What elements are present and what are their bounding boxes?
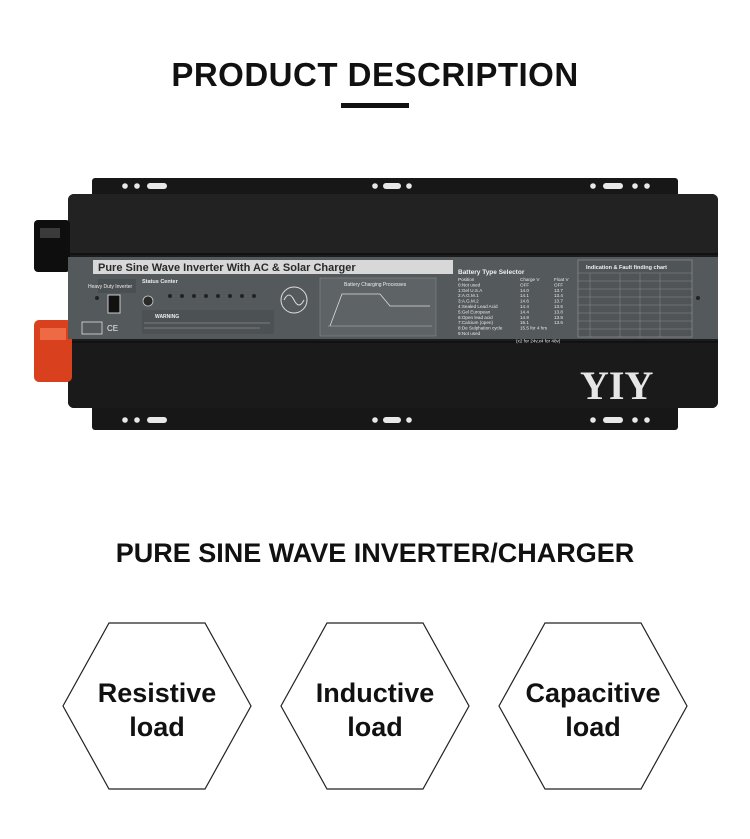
fault-chart-title: Indication & Fault finding chart bbox=[586, 265, 667, 271]
selector-cell: 14.8 bbox=[520, 315, 529, 320]
brand-logo: YIY bbox=[580, 363, 653, 408]
selector-cell: 13.4 bbox=[554, 293, 563, 298]
selector-cell: 7:Calcium (open) bbox=[458, 320, 493, 325]
selector-cell: 5:Gel European bbox=[458, 309, 491, 314]
product-tagline: PURE SINE WAVE INVERTER/CHARGER bbox=[115, 538, 635, 568]
selector-cell: 1:Gel U.S.A bbox=[458, 288, 483, 293]
selector-cell: 13.6 bbox=[554, 320, 563, 325]
hexagon-outline bbox=[498, 622, 688, 790]
svg-text:CE: CE bbox=[107, 324, 118, 333]
selector-header-cell: Float V bbox=[554, 277, 569, 282]
hexagon-outline bbox=[280, 622, 470, 790]
charging-chart-box bbox=[319, 277, 437, 337]
status-center-label: Status Center bbox=[142, 279, 179, 285]
load-type-subtitle: load bbox=[347, 712, 403, 742]
selector-cell: 14.6 bbox=[520, 299, 529, 304]
load-type-title: Capacitive bbox=[525, 678, 661, 708]
selector-header-cell: Charge V bbox=[520, 277, 540, 282]
load-type-title: Inductive bbox=[315, 678, 435, 708]
selector-cell: 3:A.G.M.2 bbox=[458, 299, 479, 304]
selector-cell: 15.5 for 4 hrs bbox=[520, 326, 548, 331]
terminal-black bbox=[34, 220, 70, 272]
selector-cell: 9:Not used bbox=[458, 331, 481, 336]
selector-cell: 14.1 bbox=[520, 293, 529, 298]
selector-cell: 13.8 bbox=[554, 315, 563, 320]
inverter-product-image: Pure Sine Wave Inverter With AC & Solar … bbox=[34, 178, 718, 430]
battery-selector-knob bbox=[142, 295, 154, 307]
selector-cell: 15.1 bbox=[520, 320, 529, 325]
selector-cell: 2:A.G.M.1 bbox=[458, 293, 479, 298]
load-type-title: Resistive bbox=[97, 678, 217, 708]
selector-cell: OFF bbox=[554, 282, 563, 287]
charging-chart-title: Battery Charging Processes bbox=[344, 282, 407, 288]
load-type-subtitle: load bbox=[565, 712, 621, 742]
page-title: PRODUCT DESCRIPTION bbox=[171, 56, 579, 93]
heavy-duty-label: Heavy Duty Inverter bbox=[88, 284, 133, 290]
selector-cell: 13.6 bbox=[554, 304, 563, 309]
selector-cell: 13.7 bbox=[554, 288, 563, 293]
selector-cell: 6:Open lead acid bbox=[458, 315, 493, 320]
fault-chart-box bbox=[577, 259, 693, 338]
title-underline bbox=[341, 103, 409, 108]
fault-grid bbox=[578, 272, 692, 337]
selector-cell: 14.0 bbox=[520, 288, 529, 293]
load-type-subtitle: load bbox=[129, 712, 185, 742]
selector-cell: OFF bbox=[520, 282, 529, 287]
selector-cell: 4:Sealed Lead Acid bbox=[458, 304, 498, 309]
load-type-capacitive: Capacitive load bbox=[498, 622, 688, 790]
sine-wave-icon bbox=[280, 286, 308, 314]
battery-selector-title: Battery Type Selector bbox=[458, 269, 525, 276]
selector-note: (x2 for 24v,x4 for 48v) bbox=[516, 338, 561, 343]
selector-cell: 8:De Sulphation cycle bbox=[458, 326, 503, 331]
hexagon-outline bbox=[62, 622, 252, 790]
flange-holes bbox=[122, 183, 650, 423]
selector-cell: 14.4 bbox=[520, 309, 529, 314]
selector-cell: 13.8 bbox=[554, 309, 563, 314]
status-leds bbox=[168, 294, 256, 298]
selector-cell: 14.4 bbox=[520, 304, 529, 309]
load-type-resistive: Resistive load bbox=[62, 622, 252, 790]
selector-header-cell: Position bbox=[458, 277, 475, 282]
load-type-inductive: Inductive load bbox=[280, 622, 470, 790]
selector-cell: 0:Not used bbox=[458, 282, 481, 287]
panel-title: Pure Sine Wave Inverter With AC & Solar … bbox=[98, 262, 356, 274]
power-switch bbox=[107, 294, 121, 314]
warning-label: WARNING bbox=[155, 314, 179, 320]
selector-cell: 13.7 bbox=[554, 299, 563, 304]
